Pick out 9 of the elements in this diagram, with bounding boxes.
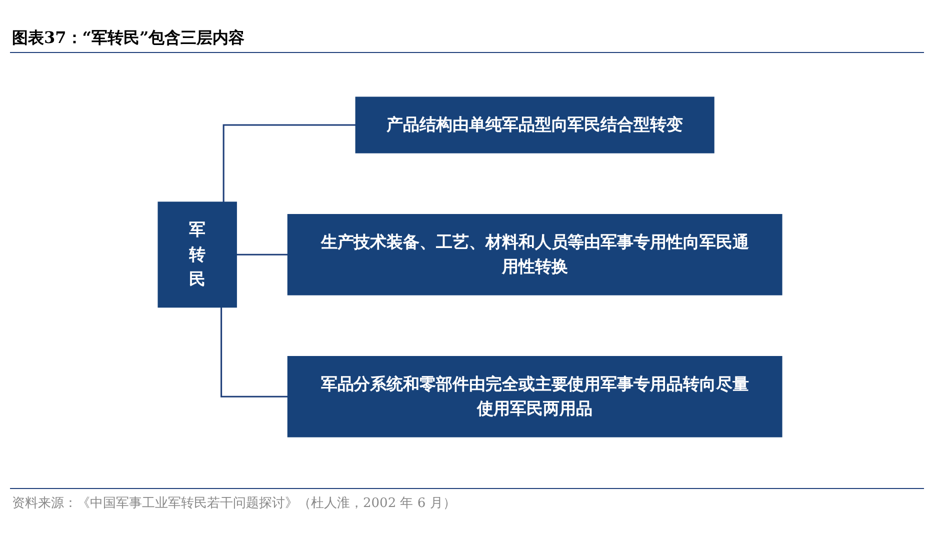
connector bbox=[222, 124, 356, 202]
node-box: 生产技术装备、工艺、材料和人员等由军事专用性向军民通用性转换 bbox=[287, 214, 782, 296]
diagram-title: 图表37：“军转民”包含三层内容 bbox=[12, 28, 245, 49]
node-box: 军转民 bbox=[158, 202, 237, 308]
node-box: 军品分系统和零部件由完全或主要使用军事专用品转向尽量使用军民两用品 bbox=[287, 356, 782, 438]
node-box: 产品结构由单纯军品型向军民结合型转变 bbox=[355, 96, 714, 154]
source-caption: 资料来源：《中国军事工业军转民若干问题探讨》（杜人淮，2002 年 6 月） bbox=[12, 495, 456, 512]
connector bbox=[236, 254, 288, 256]
connector bbox=[220, 307, 288, 398]
